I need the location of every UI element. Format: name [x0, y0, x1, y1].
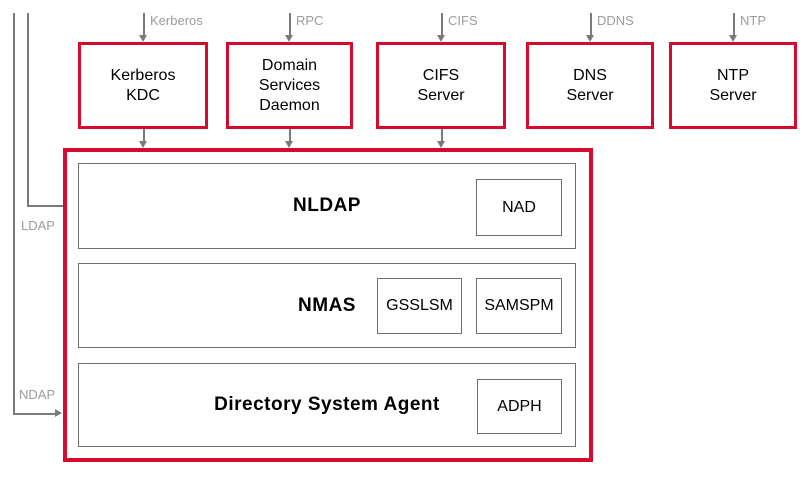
service-box-kerberos-kdc: Kerberos KDC: [78, 42, 208, 129]
layer-title-directory-system-agent: Directory System Agent: [214, 394, 440, 415]
ntp-protocol-label: NTP: [740, 13, 766, 28]
ntp-arrowhead-icon: [729, 35, 737, 42]
ddns-protocol-label: DDNS: [597, 13, 634, 28]
kerberos-kdc-to-core-arrowhead-icon: [139, 141, 147, 148]
kerberos-arrowhead-icon: [139, 35, 147, 42]
rpc-arrowhead-icon: [285, 35, 293, 42]
module-adph: ADPH: [477, 379, 562, 434]
module-samspm: SAMSPM: [476, 278, 562, 334]
ldap-line-vertical: [27, 13, 29, 205]
service-box-ntp-server: NTP Server: [669, 42, 797, 129]
cifs-server-to-core-line: [441, 129, 443, 141]
kerberos-protocol-label: Kerberos: [150, 13, 203, 28]
layer-directory-system-agent: Directory System Agent ADPH: [78, 363, 576, 447]
kerberos-protocol-line: [143, 13, 145, 35]
layer-title-nldap: NLDAP: [293, 195, 361, 216]
ndap-line-horizontal: [13, 413, 55, 415]
ddns-protocol-line: [590, 13, 592, 35]
module-gsslsm: GSSLSM: [377, 278, 462, 334]
ntp-protocol-line: [733, 13, 735, 35]
ldap-protocol-label: LDAP: [21, 218, 55, 233]
ddns-arrowhead-icon: [586, 35, 594, 42]
layer-title-nmas: NMAS: [298, 294, 356, 316]
ndap-line-vertical: [13, 13, 15, 413]
service-box-dns-server: DNS Server: [526, 42, 654, 129]
service-box-domain-services-daemon: Domain Services Daemon: [226, 42, 353, 129]
layer-nmas: NMAS GSSLSM SAMSPM: [78, 263, 576, 348]
layer-nldap: NLDAP NAD: [78, 163, 576, 249]
kerberos-kdc-to-core-line: [143, 129, 145, 141]
ndap-protocol-label: NDAP: [19, 387, 56, 402]
ldap-line-horizontal: [27, 205, 68, 207]
module-nad: NAD: [476, 179, 562, 236]
cifs-arrowhead-icon: [437, 35, 445, 42]
cifs-protocol-line: [441, 13, 443, 35]
cifs-protocol-label: CIFS: [448, 13, 478, 28]
ndap-arrowhead-icon: [55, 409, 62, 417]
rpc-protocol-label: RPC: [296, 13, 324, 28]
domain-services-daemon-to-core-arrowhead-icon: [285, 141, 293, 148]
cifs-server-to-core-arrowhead-icon: [437, 141, 445, 148]
service-box-cifs-server: CIFS Server: [376, 42, 506, 129]
rpc-protocol-line: [289, 13, 291, 35]
domain-services-daemon-to-core-line: [289, 129, 291, 141]
